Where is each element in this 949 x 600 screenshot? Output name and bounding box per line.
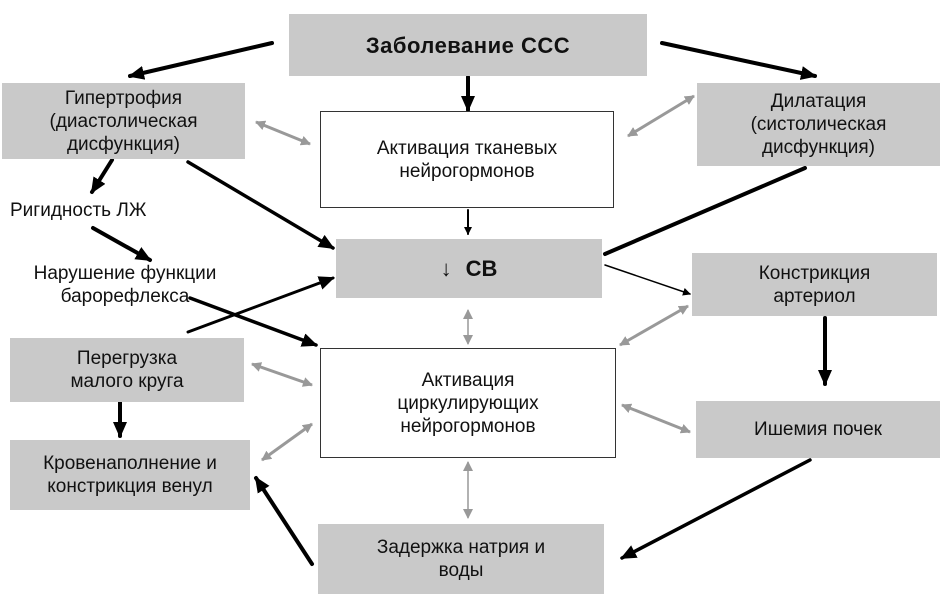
node-circulating-activation-label: Активация циркулирующих нейрогормонов: [397, 369, 539, 437]
node-small-circle-overload-label: Перегрузка малого круга: [70, 348, 184, 392]
node-hypertrophy-label: Гипертрофия (диастолическая дисфункция): [49, 87, 198, 155]
arrow-baroreflex-to-circulating: [188, 296, 318, 347]
node-hypertrophy: Гипертрофия (диастолическая дисфункция): [2, 83, 245, 159]
arrow-overload-circulating-bidir: [251, 362, 313, 387]
arrow-hypertrophy-to-rigidity: [90, 158, 114, 194]
node-lv-rigidity: Ригидность ЛЖ: [10, 200, 147, 221]
node-venule-constriction: Кровенаполнение и констрикция венул: [10, 440, 250, 510]
node-sv: ↓ СВ: [336, 239, 602, 298]
node-sodium-retention-label: Задержка натрия и воды: [376, 537, 546, 581]
arrow-rigidity-to-baroreflex: [91, 226, 152, 262]
node-small-circle-overload: Перегрузка малого круга: [10, 338, 244, 402]
arrow-sodium-to-venule: [254, 476, 314, 566]
node-kidney-ischemia-label: Ишемия почек: [754, 419, 882, 440]
arrow-disease-to-dilatation: [660, 41, 817, 80]
arrow-hypertrophy-to-sv: [186, 160, 335, 250]
arrow-venule-circulating-bidir: [261, 422, 313, 462]
node-tissue-activation-label: Активация тканевых нейрогормонов: [376, 137, 558, 182]
node-circulating-activation: Активация циркулирующих нейрогормонов: [320, 348, 616, 458]
node-dilatation: Дилатация (систолическая дисфункция): [697, 83, 940, 166]
node-tissue-activation: Активация тканевых нейрогормонов: [320, 111, 614, 208]
node-arteriole-constriction: Констрикция артериол: [692, 253, 937, 316]
node-venule-constriction-label: Кровенаполнение и констрикция венул: [43, 453, 217, 497]
arrow-tissue-dilatation-bidir: [627, 94, 695, 138]
sv-down-arrow-icon: ↓: [440, 256, 452, 281]
arrow-overload-to-sv: [186, 276, 335, 334]
arrow-disease-to-hypertrophy: [128, 41, 274, 80]
node-sodium-retention: Задержка натрия и воды: [318, 524, 604, 594]
node-disease-ccc-label: Заболевание ССС: [365, 32, 571, 58]
arrow-hypertrophy-tissue-bidir: [255, 120, 311, 146]
arrow-circulating-ischemia-bidir: [621, 403, 691, 434]
arrow-dilatation-to-sv: [603, 166, 807, 256]
node-baroreflex: Нарушение функции барорефлекса: [33, 263, 217, 307]
node-kidney-ischemia: Ишемия почек: [696, 401, 940, 458]
arrow-sv-to-arteriole: [604, 264, 691, 296]
node-dilatation-label: Дилатация (систолическая дисфункция): [750, 91, 887, 158]
node-sv-label: СВ: [465, 256, 498, 281]
node-arteriole-constriction-label: Констрикция артериол: [758, 262, 871, 307]
arrow-circulating-arteriole-bidir: [619, 304, 689, 347]
node-disease-ccc: Заболевание ССС: [289, 14, 647, 76]
arrow-ischemia-to-sodium: [620, 458, 812, 560]
